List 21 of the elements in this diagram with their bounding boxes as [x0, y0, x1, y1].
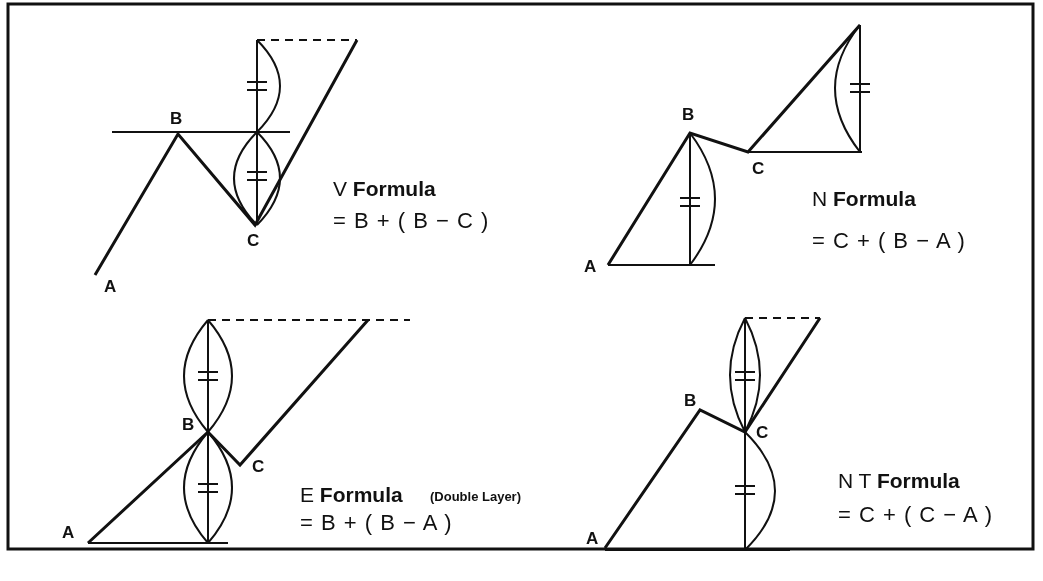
point-label: C — [247, 232, 260, 249]
formula-name: E Formula — [300, 484, 403, 505]
point-label: A — [62, 524, 75, 541]
formula-text: = B + ( B − C ) — [333, 210, 490, 232]
formula-note: (Double Layer) — [430, 490, 521, 503]
point-label: C — [752, 160, 765, 177]
point-label: C — [756, 424, 769, 441]
formula-name: N Formula — [812, 188, 916, 209]
point-label: B — [182, 416, 195, 433]
point-label: C — [252, 458, 265, 475]
formula-name: V Formula — [333, 178, 436, 199]
point-label: B — [170, 110, 183, 127]
point-label: A — [584, 258, 597, 275]
point-label: B — [682, 106, 695, 123]
formula-text: = C + ( B − A ) — [812, 230, 966, 252]
point-label: A — [586, 530, 599, 547]
point-label: B — [684, 392, 697, 409]
point-label: A — [104, 278, 117, 295]
formula-name: N T Formula — [838, 470, 960, 491]
formula-text: = B + ( B − A ) — [300, 512, 453, 534]
formula-text: = C + ( C − A ) — [838, 504, 993, 526]
